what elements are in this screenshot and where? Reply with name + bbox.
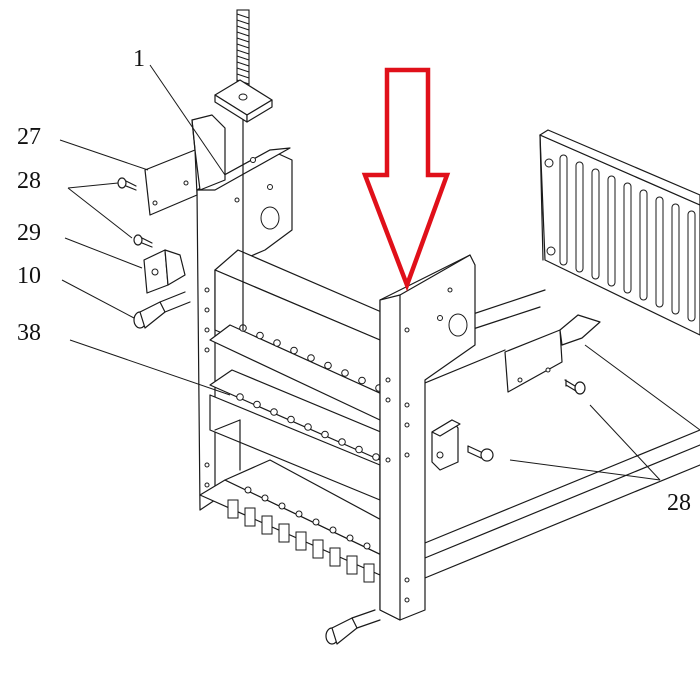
- callout-38: 38: [17, 320, 41, 346]
- comb-hole: [244, 486, 252, 494]
- vent-slot: [687, 210, 696, 322]
- left-bolt-10: [133, 291, 191, 329]
- rail-hole: [372, 453, 380, 461]
- callout-28-right: 28: [667, 490, 691, 516]
- callout-10: 10: [17, 263, 41, 289]
- middle-rail-38: [209, 369, 401, 501]
- rail-hole: [324, 361, 332, 370]
- rail-hole: [290, 346, 298, 355]
- left-bracket-29: [143, 249, 186, 294]
- rail-hole: [270, 408, 278, 416]
- rail-hole: [338, 438, 346, 446]
- rail-hole: [304, 423, 312, 431]
- rail-hole: [287, 415, 295, 424]
- right-screw-28: [564, 379, 586, 395]
- rail-hole: [256, 331, 264, 340]
- thread-line: [236, 19, 250, 25]
- thread-line: [236, 73, 250, 79]
- callout-27: 27: [17, 124, 41, 150]
- comb-tooth: [244, 507, 256, 527]
- left-screw-28-lower: [133, 234, 153, 248]
- rail-hole: [355, 445, 363, 454]
- callout-labels: 1 27 28 29 10 38 28: [17, 46, 691, 516]
- comb-hole: [363, 542, 371, 550]
- comb-tooth: [227, 499, 239, 519]
- comb-tooth: [312, 539, 324, 559]
- rail-hole: [321, 430, 329, 439]
- thread-line: [236, 13, 250, 19]
- thread-line: [236, 25, 250, 31]
- comb-tooth: [346, 555, 358, 575]
- callout-1: 1: [133, 46, 145, 72]
- thread-line: [236, 61, 250, 67]
- bottom-comb-rail: [199, 419, 401, 583]
- vent-slot: [591, 168, 600, 280]
- comb-tooth: [295, 531, 307, 551]
- top-washer-plate: [214, 79, 273, 123]
- left-screw-28-upper: [117, 177, 137, 191]
- comb-hole: [278, 502, 286, 510]
- rail-hole: [236, 393, 244, 401]
- front-side-plate: [379, 254, 476, 621]
- left-bracket-27: [144, 114, 226, 216]
- upper-rail: [209, 249, 401, 421]
- comb-tooth: [261, 515, 273, 535]
- vent-slot: [655, 196, 664, 308]
- comb-hole: [346, 534, 354, 542]
- callout-29: 29: [17, 220, 41, 246]
- thread-line: [236, 37, 250, 43]
- rear-vented-panel: [539, 129, 700, 336]
- rail-hole: [307, 354, 315, 362]
- comb-hole: [295, 510, 303, 518]
- vent-slot: [575, 161, 584, 273]
- comb-tooth: [363, 563, 375, 583]
- bottom-bolt: [325, 609, 381, 645]
- comb-hole: [312, 518, 320, 526]
- rail-hole: [253, 400, 261, 409]
- comb-tooth: [278, 523, 290, 543]
- rail-hole: [273, 339, 281, 347]
- front-small-bracket: [431, 419, 461, 471]
- top-threaded-rod: [236, 9, 250, 331]
- vent-slot: [559, 154, 568, 266]
- thread-line: [236, 49, 250, 55]
- front-screw-28: [467, 445, 494, 462]
- rail-hole: [341, 369, 349, 377]
- vent-slot: [671, 203, 680, 315]
- thread-line: [236, 31, 250, 37]
- right-bracket: [504, 314, 601, 393]
- comb-hole: [261, 494, 269, 502]
- thread-line: [236, 67, 250, 73]
- red-down-arrow: [361, 67, 451, 292]
- vent-slot: [607, 175, 616, 287]
- comb-tooth: [329, 547, 341, 567]
- thread-line: [236, 43, 250, 49]
- vent-slot: [623, 182, 632, 294]
- callout-28-left: 28: [17, 168, 41, 194]
- comb-hole: [329, 526, 337, 534]
- arrow-outline: [361, 67, 451, 292]
- vent-slot: [639, 189, 648, 301]
- leader-lines: [59, 64, 700, 481]
- thread-line: [236, 55, 250, 61]
- rail-hole: [358, 376, 366, 385]
